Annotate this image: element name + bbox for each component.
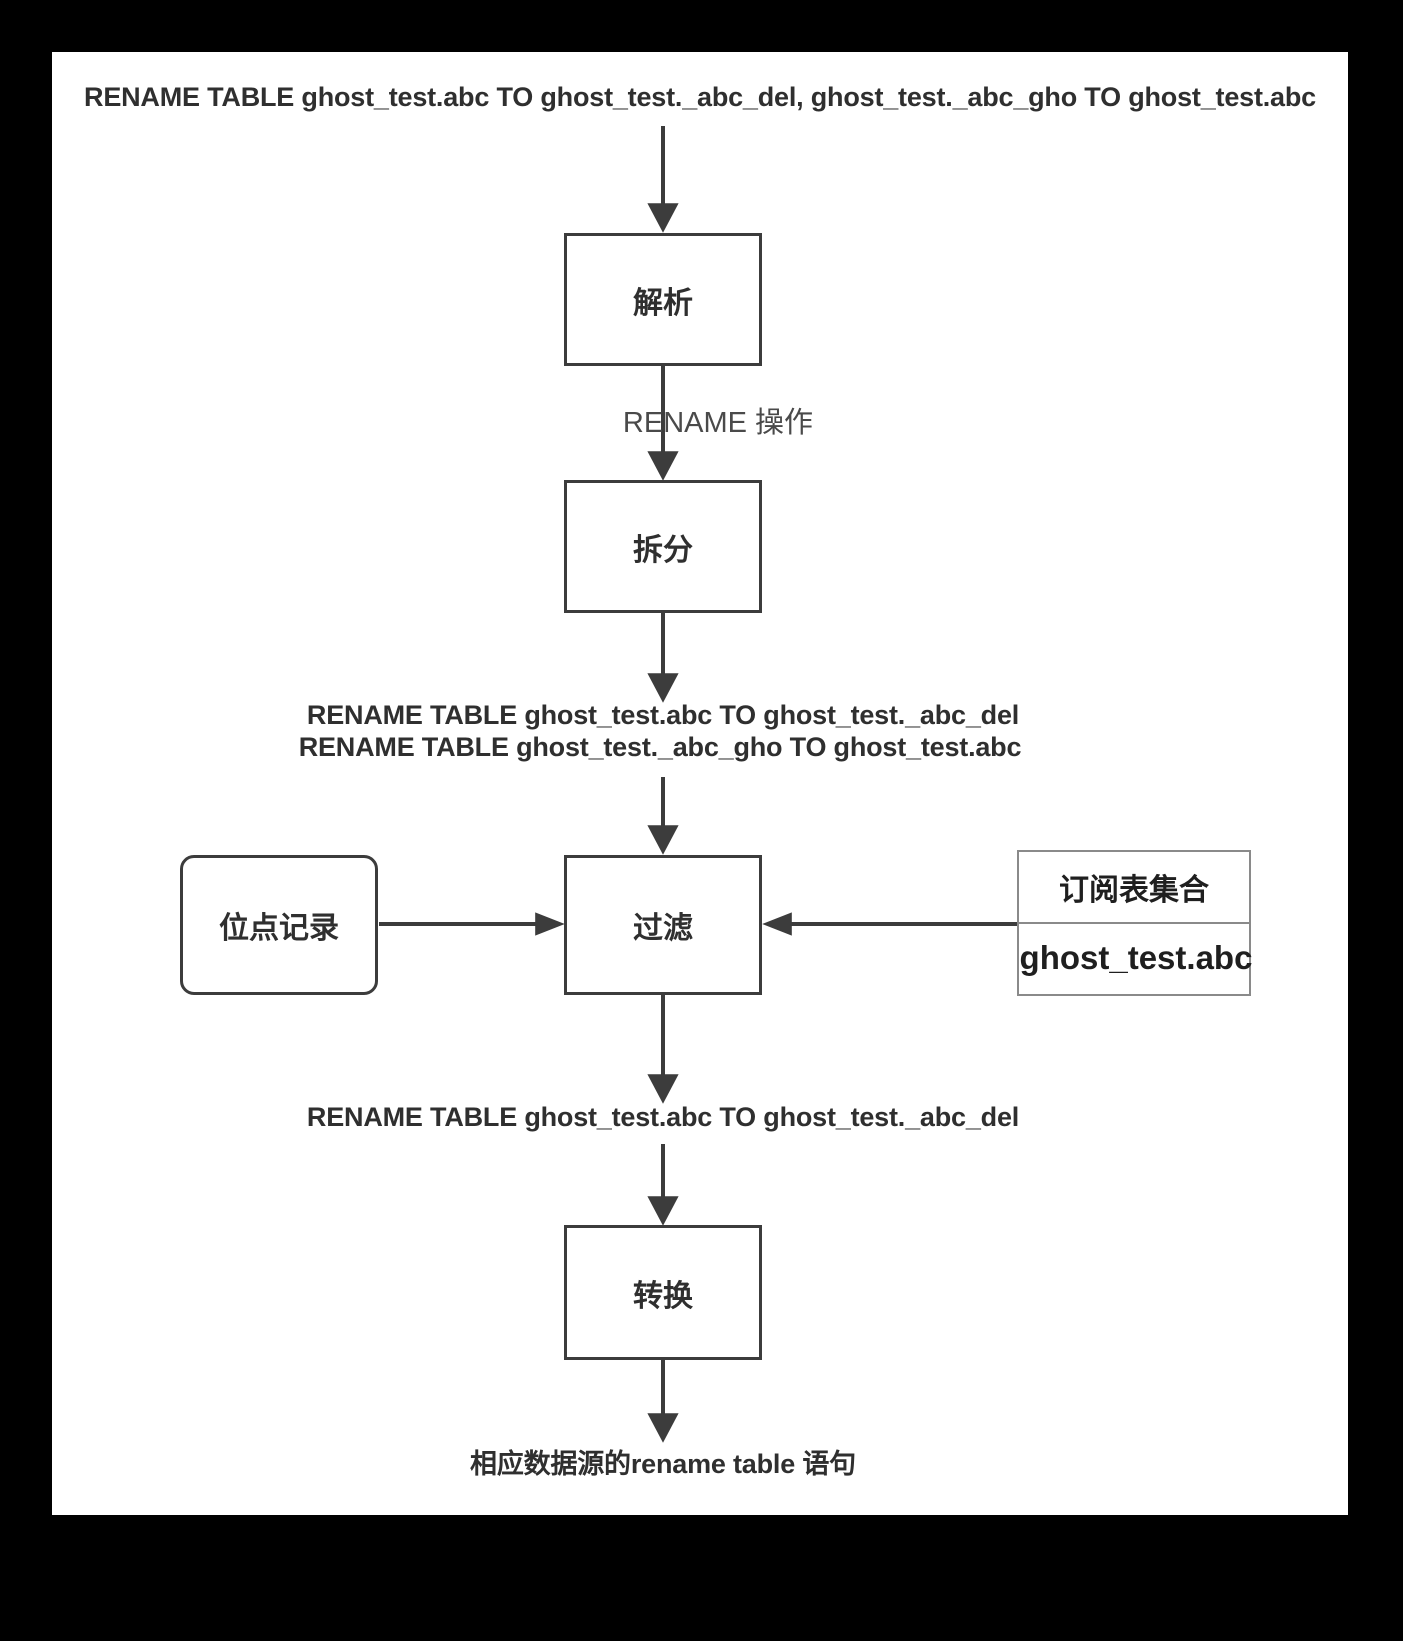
node-split[interactable]: 拆分 [564, 480, 762, 613]
filtered-statement: RENAME TABLE ghost_test.abc TO ghost_tes… [306, 1102, 1020, 1132]
node-parse[interactable]: 解析 [564, 233, 762, 366]
node-convert[interactable]: 转换 [564, 1225, 762, 1360]
diagram-canvas: RENAME TABLE ghost_test.abc TO ghost_tes… [52, 52, 1348, 1515]
node-filter[interactable]: 过滤 [564, 855, 762, 995]
title-statement: RENAME TABLE ghost_test.abc TO ghost_tes… [84, 82, 1316, 112]
node-position-record[interactable]: 位点记录 [180, 855, 378, 995]
split-statement-line-1: RENAME TABLE ghost_test.abc TO ghost_tes… [306, 700, 1020, 730]
subscription-table-row: ghost_test.abc [1019, 939, 1253, 976]
output-statement: 相应数据源的rename table 语句 [470, 1449, 856, 1479]
subscription-table-header: 订阅表集合 [1019, 852, 1249, 924]
split-statement-line-2: RENAME TABLE ghost_test._abc_gho TO ghos… [298, 732, 1022, 762]
edge-label-rename-operation: RENAME 操作 [622, 407, 814, 439]
subscription-table[interactable]: 订阅表集合 ghost_test.abc [1017, 850, 1252, 996]
